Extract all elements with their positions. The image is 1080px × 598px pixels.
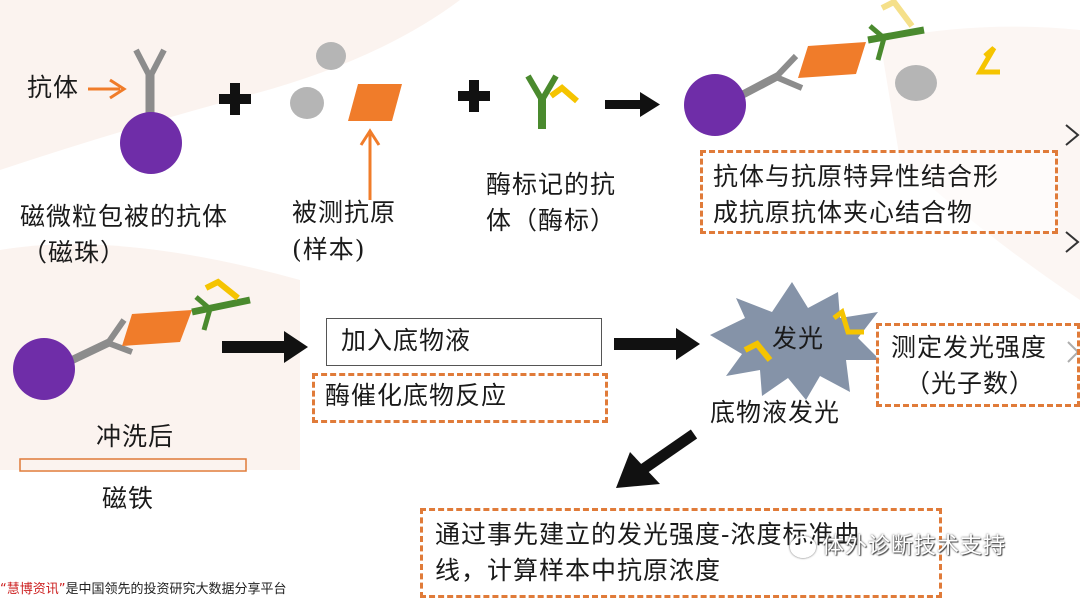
antigen-shape xyxy=(798,42,866,78)
footer-note: “慧博资讯”是中国领先的投资研究大数据分享平台 xyxy=(0,578,287,597)
pointer-arrow xyxy=(359,128,381,200)
antigen-shape xyxy=(122,310,192,346)
magnetic-bead xyxy=(120,112,182,174)
washed-complex xyxy=(13,278,251,400)
enzyme-mark xyxy=(832,307,864,335)
add-substrate-text: 加入底物液 xyxy=(341,326,472,355)
sandwich-description-line: 成抗原抗体夹心结合物 xyxy=(713,198,974,227)
measure-text: 测定发光强度 xyxy=(891,333,1048,362)
magnetic-bead xyxy=(684,74,746,136)
substrate-glow-label: 底物液发光 xyxy=(710,398,841,427)
magnet-bar xyxy=(19,458,247,472)
process-arrow xyxy=(614,328,700,360)
magnetic-bead-antibody xyxy=(120,48,182,174)
magnetic-antibody-sublabel: （磁珠） xyxy=(22,238,127,267)
add-substrate-box: 加入底物液 xyxy=(326,318,602,366)
magnetic-bead xyxy=(13,338,75,400)
glow-burst xyxy=(710,282,880,400)
enzyme-mark xyxy=(204,278,240,301)
pointer-arrow xyxy=(88,78,127,100)
sandwich-complex xyxy=(684,0,1000,136)
enzyme-mark xyxy=(549,84,579,104)
enzyme-antibody-label: 酶标记的抗 xyxy=(486,170,617,199)
enzyme-labeled-antibody xyxy=(525,74,579,129)
enzyme-antibody-sublabel: 体（酶标） xyxy=(486,206,617,235)
plus-icon xyxy=(458,80,490,112)
process-arrow xyxy=(222,331,308,363)
calculation-text: 通过事先建立的发光强度-浓度标准曲 xyxy=(435,520,861,549)
enzyme-mark xyxy=(743,340,773,362)
calculation-text: 线，计算样本中抗原浓度 xyxy=(435,556,722,585)
footer-text: 是中国领先的投资研究大数据分享平台 xyxy=(65,582,287,597)
wechat-icon xyxy=(790,536,816,558)
glow-label: 发光 xyxy=(772,324,825,353)
sandwich-description-box: 抗体与抗原特异性结合形 成抗原抗体夹心结合物 xyxy=(700,150,1058,234)
plus-icon xyxy=(219,83,251,115)
antigen-label: 被测抗原 xyxy=(292,198,397,227)
watermark-text: 体外诊断技术支持 xyxy=(822,534,1007,559)
watermark: 体外诊断技术支持 xyxy=(790,528,1006,560)
sample-antigen xyxy=(290,42,402,121)
measure-subtext: （光子数） xyxy=(905,369,1036,398)
enzyme-mark xyxy=(975,46,1000,75)
calculation-box: 通过事先建立的发光强度-浓度标准曲 线，计算样本中抗原浓度 xyxy=(420,508,942,598)
enzyme-reaction-box: 酶催化底物反应 xyxy=(312,373,608,423)
after-wash-label: 冲洗后 xyxy=(96,422,175,451)
process-arrow xyxy=(616,429,698,488)
enzyme-mark xyxy=(880,0,915,28)
footer-brand: “慧博资讯” xyxy=(0,582,66,597)
chevron-right-icon xyxy=(1065,231,1080,253)
magnetic-antibody-label: 磁微粒包被的抗体 xyxy=(20,202,229,231)
antigen-shape xyxy=(348,84,402,121)
magnet-label: 磁铁 xyxy=(102,484,155,513)
measure-box: 测定发光强度 （光子数） xyxy=(876,323,1080,407)
antigen-sublabel: (样本) xyxy=(292,235,366,264)
chevron-right-icon xyxy=(1065,124,1080,146)
enzyme-reaction-text: 酶催化底物反应 xyxy=(325,381,508,410)
background-shape xyxy=(0,244,300,470)
sandwich-description-line: 抗体与抗原特异性结合形 xyxy=(713,162,1000,191)
process-arrow xyxy=(605,92,660,117)
antibody-label: 抗体 xyxy=(27,73,80,102)
